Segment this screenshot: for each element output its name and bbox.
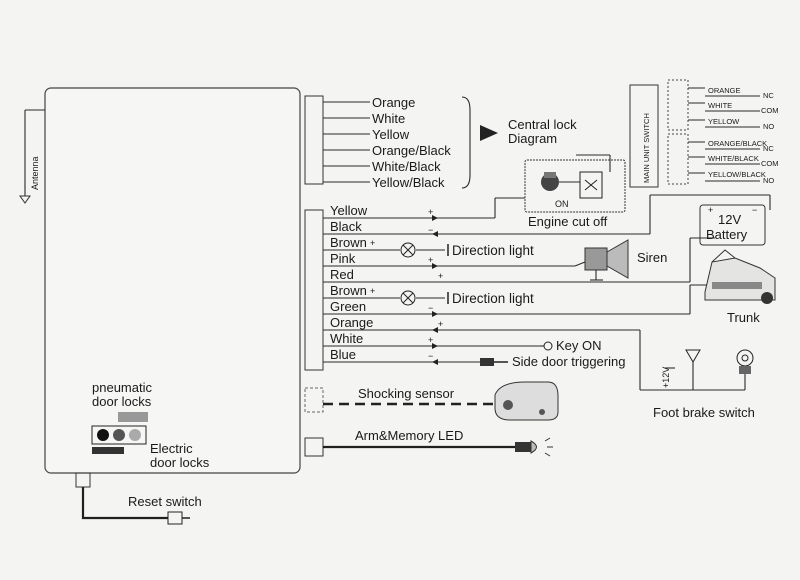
relay-tag: NC [763, 144, 774, 153]
svg-text:+: + [438, 319, 443, 329]
electric-label: Electric [150, 441, 193, 456]
pneumatic-sub-label: door locks [92, 394, 152, 409]
main-connector [304, 209, 324, 371]
central-lock-wires [323, 101, 370, 183]
main-wire-label: Brown [330, 283, 367, 298]
main-wire-label: White [330, 331, 363, 346]
control-unit [44, 87, 301, 474]
led-icon [515, 437, 553, 457]
relay-wire-label: ORANGE [708, 86, 741, 95]
battery-voltage: 12V [718, 212, 741, 227]
led-label: Arm&Memory LED [355, 428, 463, 443]
antenna-wire [19, 109, 45, 204]
direction-light-lamp [400, 290, 449, 306]
central-lock-connector [304, 95, 324, 185]
engine-cut-off-box [524, 159, 626, 213]
reset-wire [81, 487, 168, 520]
svg-text:+: + [428, 335, 433, 345]
relay-labels: ORANGE WHITE YELLOW ORANGE/BLACK WHITE/B… [708, 86, 779, 185]
central-lock-bracket [461, 96, 471, 189]
main-wire-label: Black [330, 219, 362, 234]
svg-text:+: + [428, 255, 433, 265]
main-unit-switch [629, 84, 659, 188]
svg-text:−: − [428, 351, 433, 361]
main-wire-label: Yellow [330, 203, 368, 218]
engine-on-label: ON [555, 199, 569, 209]
foot-brake-label: Foot brake switch [653, 405, 755, 420]
shock-sensor-connector [304, 387, 324, 413]
trunk-label: Trunk [727, 310, 760, 325]
svg-text:−: − [428, 225, 433, 235]
shock-sensor-icon [494, 381, 559, 421]
svg-text:+: + [428, 207, 433, 217]
central-lock-arrow [480, 125, 498, 141]
shock-sensor-label: Shocking sensor [358, 386, 455, 401]
door-switch-icon [480, 358, 508, 366]
side-door-label: Side door triggering [512, 354, 625, 369]
central-lock-title: Central lock [508, 117, 577, 132]
plus-12v-label: +12V [661, 367, 671, 388]
cl-wire-label: White/Black [372, 159, 441, 174]
relay-wire-label: WHITE/BLACK [708, 154, 759, 163]
foot-brake-switch: +12V [661, 349, 754, 391]
cl-wire-label: Orange/Black [372, 143, 451, 158]
main-unit-switch-label: MAIN UNIT SWITCH [642, 113, 651, 183]
polarity-marks: + − + + + + − + + − [370, 207, 443, 365]
main-wire-label: Orange [330, 315, 373, 330]
cl-wire-label: Yellow [372, 127, 410, 142]
key-on-icon [540, 341, 553, 351]
relay-tag: COM [761, 159, 779, 168]
relay-tag: NO [763, 122, 774, 131]
main-wires [323, 194, 771, 391]
relay-top-coil [667, 79, 689, 131]
electric-sub-label: door locks [150, 455, 210, 470]
battery-label: Battery [706, 227, 748, 242]
battery [699, 204, 766, 246]
reset-connector [75, 472, 91, 488]
main-wire-label: Blue [330, 347, 356, 362]
relay-bottom-coil [667, 133, 689, 185]
relay-tag: NC [763, 91, 774, 100]
battery-plus-icon: + [708, 205, 713, 215]
main-wire-label: Green [330, 299, 366, 314]
relay-wires [688, 87, 760, 182]
engine-cut-off-relay [541, 154, 611, 199]
cl-wire-label: White [372, 111, 405, 126]
reset-switch-label: Reset switch [128, 494, 202, 509]
svg-text:+: + [370, 238, 375, 248]
antenna-label: Antenna [30, 156, 40, 190]
led-connector [304, 437, 324, 457]
direction-light-lamp [400, 242, 449, 258]
relay-wire-label: WHITE [708, 101, 732, 110]
battery-minus-icon: − [752, 205, 757, 215]
direction-light-label: Direction light [452, 243, 534, 258]
svg-text:−: − [428, 303, 433, 313]
main-wire-label: Red [330, 267, 354, 282]
central-lock-subtitle: Diagram [508, 131, 557, 146]
door-lock-plug [91, 412, 148, 454]
engine-cut-off-label: Engine cut off [528, 214, 608, 229]
relay-wire-label: YELLOW [708, 117, 740, 126]
relay-tag: COM [761, 106, 779, 115]
relay-wire-label: YELLOW/BLACK [708, 170, 766, 179]
main-wire-label: Pink [330, 251, 356, 266]
main-wire-label: Brown [330, 235, 367, 250]
car-trunk-icon [704, 249, 776, 304]
cl-wire-label: Yellow/Black [372, 175, 445, 190]
cl-wire-label: Orange [372, 95, 415, 110]
direction-light-label: Direction light [452, 291, 534, 306]
relay-tag: NO [763, 176, 774, 185]
svg-text:+: + [370, 286, 375, 296]
central-lock-labels: Orange White Yellow Orange/Black White/B… [372, 95, 451, 190]
siren-icon [574, 239, 629, 281]
pneumatic-label: pneumatic [92, 380, 152, 395]
reset-switch-icon [167, 511, 190, 525]
svg-text:+: + [438, 271, 443, 281]
key-on-label: Key ON [556, 338, 602, 353]
main-wire-labels: Yellow Black Brown Pink Red Brown Green … [330, 203, 373, 362]
relay-wire-label: ORANGE/BLACK [708, 139, 767, 148]
siren-label: Siren [637, 250, 667, 265]
